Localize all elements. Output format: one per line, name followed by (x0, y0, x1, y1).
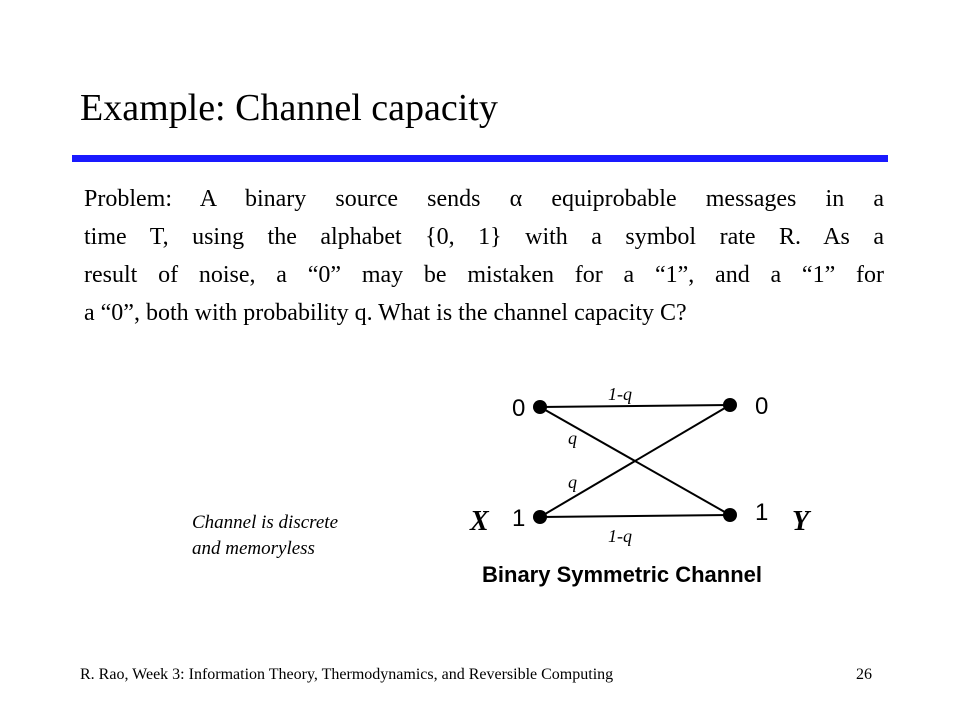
input-node-1 (533, 510, 547, 524)
input-label-0: 0 (512, 395, 525, 422)
input-variable: X (469, 506, 490, 537)
problem-text: Problem: A binary source sends α equipro… (84, 180, 884, 332)
problem-line-2: time T, using the alphabet {0, 1} with a… (84, 224, 884, 250)
output-label-1: 1 (755, 499, 768, 526)
channel-note-line-2: and memoryless (192, 538, 315, 559)
slide-title: Example: Channel capacity (80, 87, 498, 129)
slide-footer: R. Rao, Week 3: Information Theory, Ther… (80, 666, 614, 683)
output-node-1 (723, 508, 737, 522)
page-number: 26 (856, 666, 872, 683)
channel-note-line-1: Channel is discrete (192, 512, 338, 533)
output-node-0 (723, 398, 737, 412)
problem-line-1: Problem: A binary source sends α equipro… (84, 186, 884, 212)
output-variable: Y (792, 506, 812, 537)
input-node-0 (533, 400, 547, 414)
diagram-caption: Binary Symmetric Channel (482, 562, 762, 587)
edge-1-to-0 (539, 404, 731, 518)
output-label-0: 0 (755, 393, 768, 420)
prob-bottom-label: 1-q (608, 526, 632, 546)
edge-1-to-1 (539, 514, 731, 518)
problem-line-4: a “0”, both with probability q. What is … (84, 300, 687, 326)
prob-cross-upper-label: q (568, 428, 577, 448)
input-label-1: 1 (512, 505, 525, 532)
prob-top-label: 1-q (608, 384, 632, 404)
problem-line-3: result of noise, a “0” may be mistaken f… (84, 262, 884, 288)
binary-symmetric-channel-diagram: 0 1 0 1 X Y 1-q 1-q q q Binary Symmetric… (469, 384, 812, 587)
title-underline (72, 155, 888, 162)
prob-cross-lower-label: q (568, 472, 577, 492)
channel-note: Channel is discrete and memoryless (192, 510, 338, 562)
edge-0-to-0 (539, 404, 731, 408)
